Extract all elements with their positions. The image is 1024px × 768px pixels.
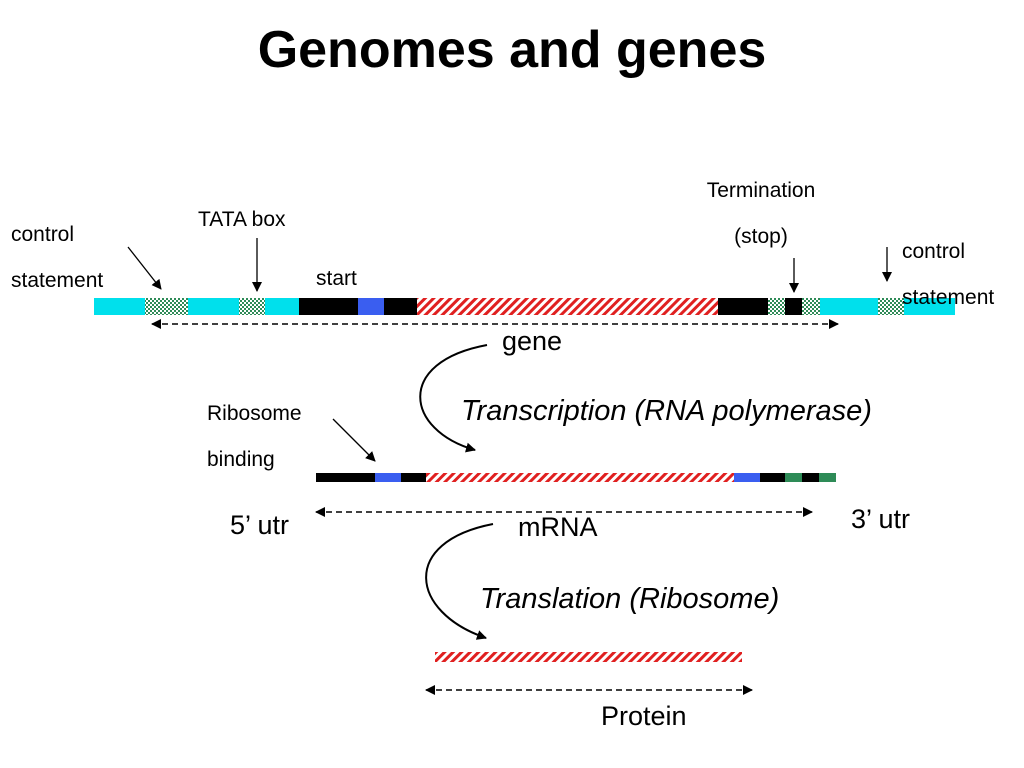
protein-strand — [435, 652, 742, 662]
mrna-utr3-marker-1 — [785, 473, 802, 482]
dna-control-box-2 — [878, 298, 904, 315]
mrna-stop-marker — [734, 473, 760, 482]
translation-arrow — [425, 523, 494, 640]
termination-label: Termination (stop) — [706, 179, 816, 248]
utr3-label: 3’ utr — [851, 504, 911, 534]
mrna-utr3-marker-2 — [819, 473, 836, 482]
control-left-pointer — [127, 246, 162, 290]
control-statement-left-label: control statement — [11, 223, 104, 292]
mrna-coding-region — [426, 473, 734, 482]
dna-start-marker — [358, 298, 384, 315]
control-statement-right-label: control statement — [902, 240, 995, 309]
mrna-strand — [316, 473, 836, 482]
dna-stop-box-1 — [768, 298, 785, 315]
dna-control-left — [94, 298, 299, 315]
gene-label: gene — [502, 326, 563, 356]
start-label: start — [316, 267, 357, 290]
tata-box-label: TATA box — [198, 208, 286, 231]
protein-label: Protein — [601, 701, 687, 731]
mrna-utr5-segment — [316, 473, 426, 482]
translation-label: Translation (Ribosome) — [480, 583, 780, 615]
dna-control-box-1 — [145, 298, 188, 315]
page-title: Genomes and genes — [257, 21, 767, 79]
mrna-start-marker — [375, 473, 401, 482]
transcription-label: Transcription (RNA polymerase) — [461, 395, 872, 427]
mrna-label: mRNA — [518, 512, 598, 542]
ribosome-binding-label: Ribosome binding — [207, 402, 302, 471]
dna-tata-box — [239, 298, 265, 315]
transcription-arrow — [419, 344, 488, 453]
dna-stop-box-2 — [802, 298, 820, 315]
utr5-label: 5’ utr — [230, 510, 290, 540]
dna-coding-region — [417, 298, 718, 315]
dna-strand — [94, 298, 955, 315]
ribosome-binding-pointer — [332, 418, 376, 462]
